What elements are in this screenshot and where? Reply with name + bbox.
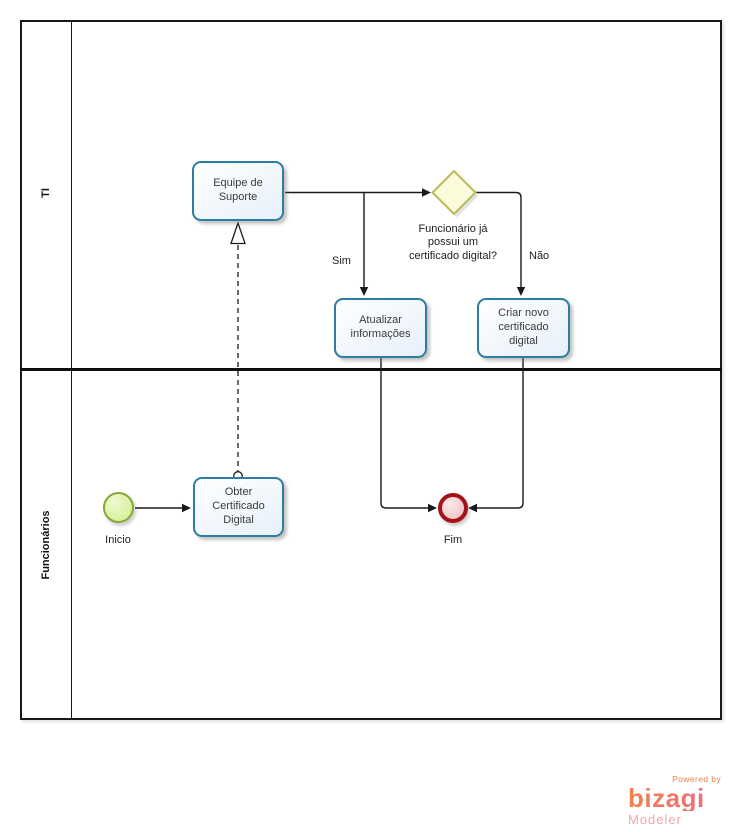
task-obter-certificado-digital[interactable]: Obter Certificado Digital — [193, 477, 284, 537]
arrowhead-into-criar — [516, 287, 526, 296]
arrowhead-into-gateway — [422, 188, 431, 197]
modeler-text: Modeler — [628, 811, 682, 827]
end-event-label: Fim — [443, 534, 463, 546]
task-label: Criar novo certificado digital — [498, 307, 549, 347]
arrowhead-into-obter — [182, 503, 191, 513]
flow-atualizar-to-fim — [380, 358, 428, 509]
start-event-label: Inicio — [105, 534, 131, 546]
lane-divider — [20, 368, 722, 371]
exclusive-gateway[interactable] — [432, 171, 476, 214]
gateway-outline — [431, 169, 477, 216]
bizagi-logo: bizagi — [628, 785, 722, 811]
task-label: Equipe de Suporte — [213, 177, 263, 203]
task-equipe-de-suporte[interactable]: Equipe de Suporte — [192, 161, 284, 221]
arrowhead-into-atualizar — [359, 287, 369, 296]
flow-criar-to-fim — [477, 358, 524, 509]
flow-label-sim: Sim — [332, 255, 351, 267]
task-label: Obter Certificado Digital — [212, 486, 265, 526]
start-event[interactable] — [103, 492, 134, 523]
end-event[interactable] — [438, 493, 468, 523]
task-label: Atualizar informações — [350, 314, 411, 340]
task-criar-novo-certificado[interactable]: Criar novo certificado digital — [477, 298, 570, 358]
gateway-question-label: Funcionário já possui um certificado dig… — [408, 223, 498, 262]
arrowhead-into-fim-left — [428, 503, 437, 513]
task-atualizar-informacoes[interactable]: Atualizar informações — [334, 298, 427, 358]
bizagi-branding: Powered by bizagi Modeler — [628, 775, 722, 826]
flow-gateway-nao-to-criar — [476, 191, 522, 287]
message-flow-open-arrowhead — [230, 220, 246, 245]
arrowhead-into-fim-right — [468, 503, 477, 513]
powered-by-text: Powered by — [672, 774, 721, 784]
flow-label-nao: Não — [529, 250, 550, 262]
